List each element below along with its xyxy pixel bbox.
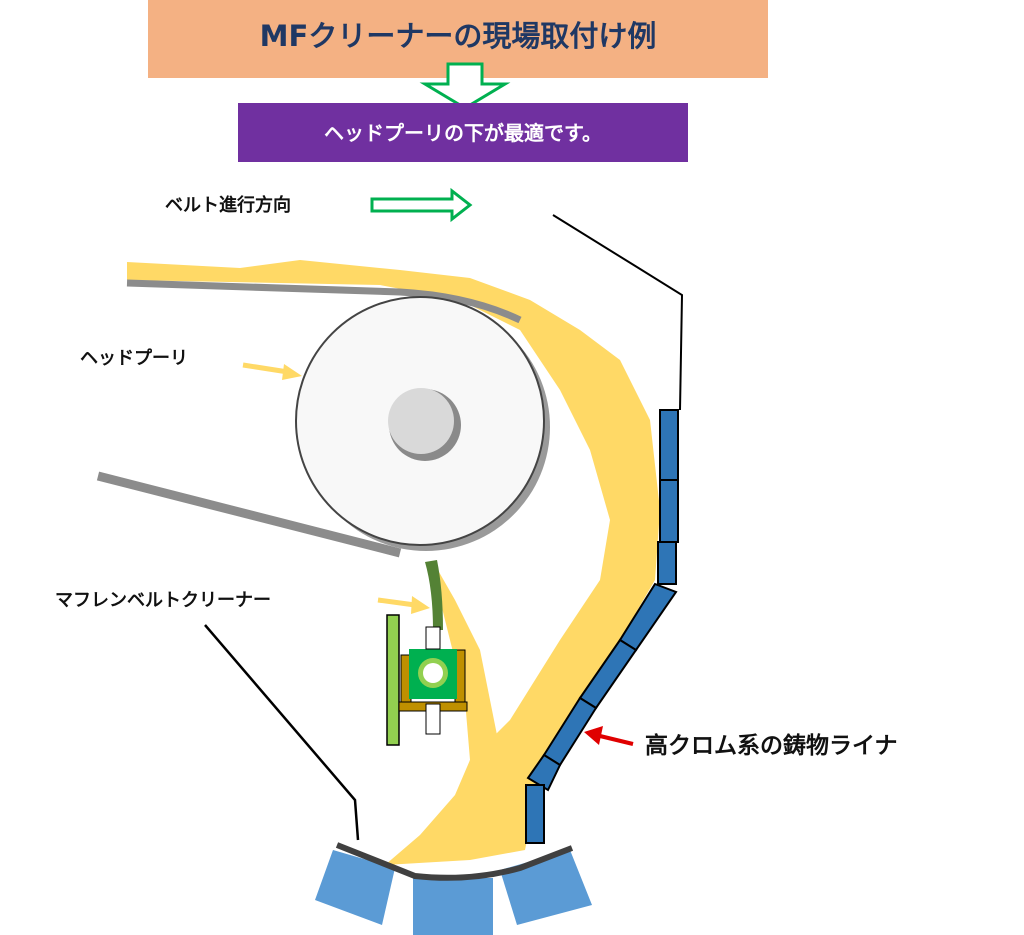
right-arrow-icon	[370, 187, 473, 223]
belt-direction-label: ベルト進行方向	[165, 194, 291, 216]
cleaner-arrowhead	[411, 596, 430, 614]
chute-wall-left	[204, 624, 360, 841]
material-drop	[420, 565, 500, 860]
cleaner-label: マフレンベルトクリーナー	[55, 590, 271, 611]
liner	[525, 409, 679, 844]
head-pulley-arrow-icon	[242, 362, 289, 375]
down-arrow-icon	[419, 62, 511, 110]
subtitle-box	[238, 103, 688, 162]
bottom-block-left	[315, 850, 395, 925]
belt-cleaner	[386, 560, 468, 746]
cleaner-arrow-icon	[377, 597, 416, 608]
subtitle: ヘッドプーリの下が最適です。	[324, 121, 602, 145]
belt-top	[126, 279, 522, 324]
chute-wall-right	[552, 214, 684, 411]
bottom-plate	[335, 842, 574, 881]
liner-arrowhead	[584, 726, 603, 745]
pulley-hub	[388, 388, 454, 454]
liner-arrow-icon	[599, 734, 634, 746]
head-pulley-label: ヘッドプーリ	[80, 347, 188, 369]
bottom-block-center	[413, 878, 493, 935]
head-pulley-arrowhead	[282, 364, 302, 380]
title: MFクリーナーの現場取付け例	[260, 19, 657, 53]
liner-label: 高クロム系の鋳物ライナ	[645, 732, 898, 759]
material-flow	[127, 260, 660, 865]
belt-bottom	[96, 471, 402, 558]
bottom-block-right	[500, 850, 592, 925]
